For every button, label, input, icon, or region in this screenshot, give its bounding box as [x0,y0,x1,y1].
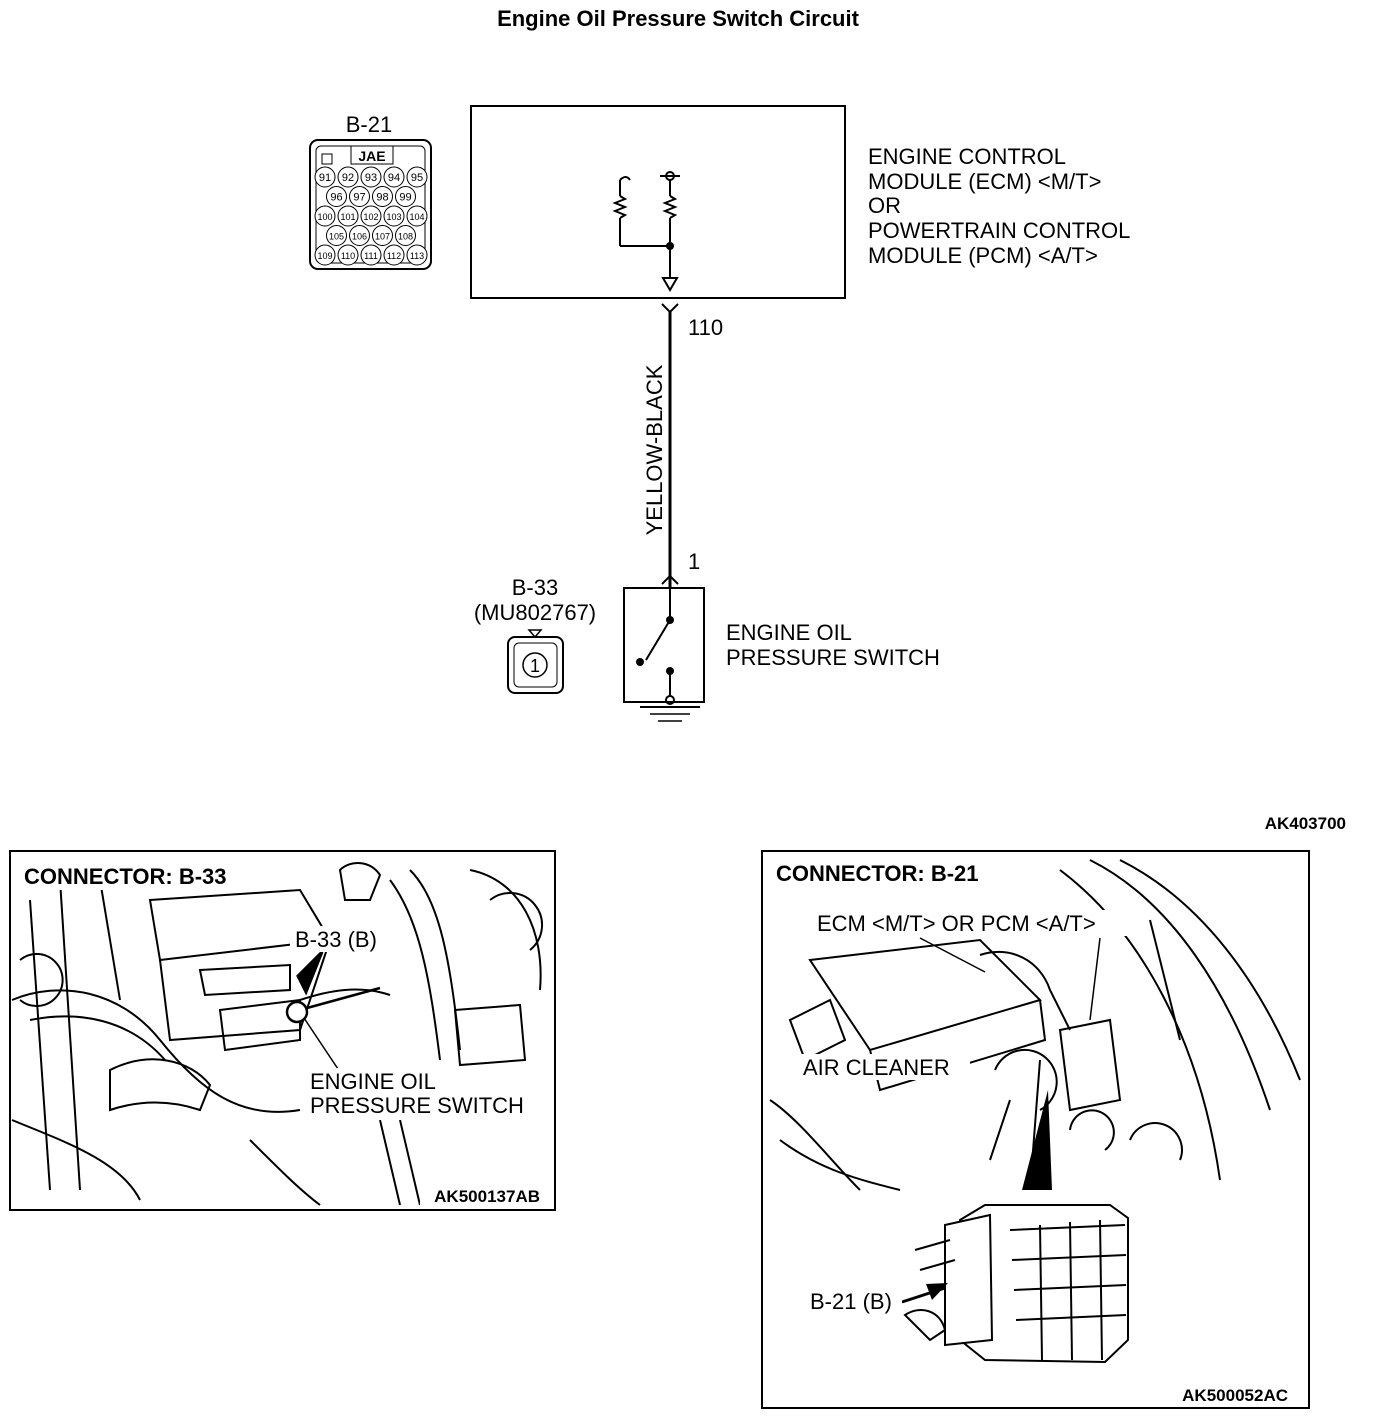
connector-pin-number: 99 [399,192,411,204]
connector-pin [337,166,359,188]
switch-label-line-1: ENGINE OIL [726,620,852,645]
connector-pin [349,225,370,246]
arrow-icon [296,950,324,996]
panel-right-callout-air-cleaner: AIR CLEANER [803,1055,950,1080]
connector-b33-face: B-33 (MU802767) 1 [474,575,596,694]
connector-pin [314,205,336,227]
connector-pin-number: 94 [388,172,400,184]
connector-pin-number: 113 [410,251,424,261]
connector-pin-number: 98 [376,192,388,204]
connector-pin-number: 95 [411,172,423,184]
connector-pin [372,225,393,246]
connector-pin-number: 91 [319,172,331,184]
connector-pin [383,166,405,188]
connector-pin-number: 97 [353,192,365,204]
ecm-junction-dot [666,242,674,250]
panel-left-part-line-1: ENGINE OIL [310,1069,436,1094]
connector-pin-number: 92 [342,172,354,184]
connector-b21-brand: JAE [358,148,385,164]
panel-left-heading: CONNECTOR: B-33 [24,864,227,889]
panel-left-code: AK500137AB [434,1187,540,1206]
connector-pin [314,244,336,266]
ecm-label-line-1: ENGINE CONTROL [868,144,1066,169]
oil-switch-location-icon [285,1000,309,1024]
panel-right-code: AK500052AC [1182,1386,1288,1405]
connector-pin-number: 112 [387,251,401,261]
connector-b21-face: B-21 JAE 91 92 93 94 95 96 97 98 99 100 101 102 103 1… [309,112,432,270]
connector-pin-number: 93 [365,172,377,184]
ecm-label-line-4: POWERTRAIN CONTROL [868,218,1130,243]
connector-b33-pin: 1 [530,656,540,676]
connector-pin [337,244,359,266]
connector-pin [326,225,347,246]
connector-pin [406,244,428,266]
ecm-internal-circuit [612,171,680,292]
terminal-110-label: 110 [688,315,723,340]
connector-pin [395,186,416,207]
ecm-label-line-3: OR [868,193,901,218]
connector-b21-label: B-21 [346,112,392,137]
diagram-title: Engine Oil Pressure Switch Circuit [497,6,860,31]
connector-pin-number: 101 [340,212,355,222]
connector-pin [326,186,347,207]
ecm-label-line-2: MODULE (ECM) <M/T> [868,169,1101,194]
panel-left-part-line-2: PRESSURE SWITCH [310,1093,524,1118]
connector-pin [360,244,382,266]
panel-connector-b21: CONNECTOR: B-21 ECM <M/T> OR PCM <A/T> A… [761,850,1310,1409]
connector-pin-number: 108 [398,232,413,242]
connector-pin-number: 103 [386,212,401,222]
connector-pin-number: 100 [317,212,332,222]
connector-pin-number: 104 [409,212,424,222]
connector-pin-number: 107 [375,232,390,242]
arrow-icon [926,1283,948,1300]
ecm-label-line-5: MODULE (PCM) <A/T> [868,243,1098,268]
connector-b33-part-number: (MU802767) [474,600,596,625]
ecm-module: ENGINE CONTROL MODULE (ECM) <M/T> OR POW… [470,105,1130,299]
figure-code-main: AK403700 [1265,814,1346,833]
connector-pin-number: 105 [329,232,344,242]
connector-pin-number: 111 [364,251,378,261]
connector-pin-number: 96 [330,192,342,204]
connector-pin [337,205,359,227]
oil-pressure-switch: ENGINE OIL PRESSURE SWITCH [623,587,940,722]
connector-pin [372,186,393,207]
connector-pin [406,205,428,227]
connector-pin-number: 102 [363,212,378,222]
terminal-1-label: 1 [688,549,700,574]
connector-b33-label: B-33 [512,575,558,600]
connector-pin [406,166,428,188]
panel-connector-b33: CONNECTOR: B-33 B-33 (B) ENGINE OIL PRES… [9,850,556,1211]
panel-right-heading: CONNECTOR: B-21 [776,861,979,886]
connector-b21-pins: 91 92 93 94 95 96 97 98 99 100 101 102 103 104 105 106 1… [314,166,428,266]
connector-pin-number: 110 [341,251,355,261]
connector-pin [383,244,405,266]
connector-pin-number: 106 [352,232,367,242]
switch-label-line-2: PRESSURE SWITCH [726,645,940,670]
wire-color-label: YELLOW-BLACK [642,364,667,535]
connector-pin [349,186,370,207]
panel-right-callout-ecm: ECM <M/T> OR PCM <A/T> [817,911,1096,936]
arrow-icon [1022,1090,1052,1190]
wire-yellow-black: 110 1 YELLOW-BLACK [642,303,723,588]
panel-right-callout-connector: B-21 (B) [810,1289,892,1314]
panel-left-callout: B-33 (B) [295,927,377,952]
connector-pin [360,205,382,227]
connector-pin [395,225,416,246]
connector-pin [360,166,382,188]
ecm-unit-illustration [903,1204,1129,1364]
connector-pin [383,205,405,227]
engine-bay-illustration-left [11,862,543,1206]
connector-pin-number: 109 [317,251,332,261]
connector-pin [314,166,336,188]
